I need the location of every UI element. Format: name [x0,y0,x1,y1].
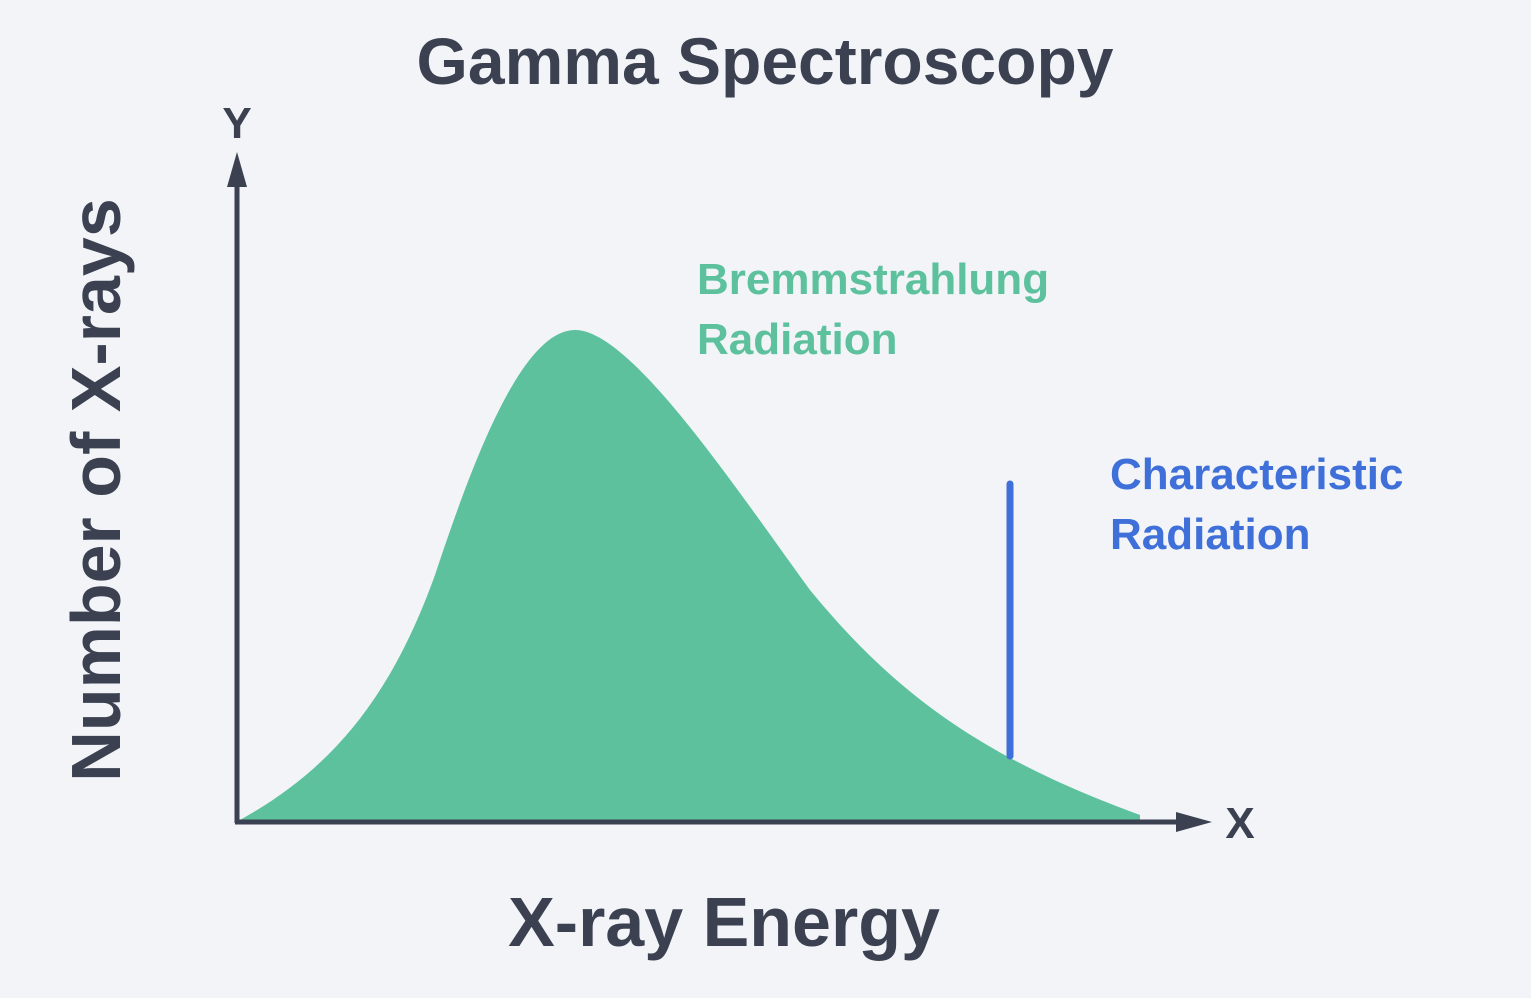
x-axis-label: X-ray Energy [508,883,940,961]
y-axis-letter: Y [222,99,251,148]
bremsstrahlung-curve [240,330,1140,822]
bremsstrahlung-label-line1: Bremmstrahlung [697,255,1049,304]
x-axis-arrowhead [1176,812,1212,832]
y-axis-label: Number of X-rays [57,198,135,781]
diagram-title: Gamma Spectroscopy [417,24,1114,98]
bremsstrahlung-label: Bremmstrahlung Radiation [697,255,1061,364]
y-axis-arrowhead [227,152,247,187]
characteristic-label: Characteristic Radiation [1110,450,1416,559]
x-axis-letter: X [1225,799,1254,848]
characteristic-label-line2: Radiation [1110,510,1310,559]
characteristic-label-line1: Characteristic [1110,450,1403,499]
bremsstrahlung-label-line2: Radiation [697,315,897,364]
